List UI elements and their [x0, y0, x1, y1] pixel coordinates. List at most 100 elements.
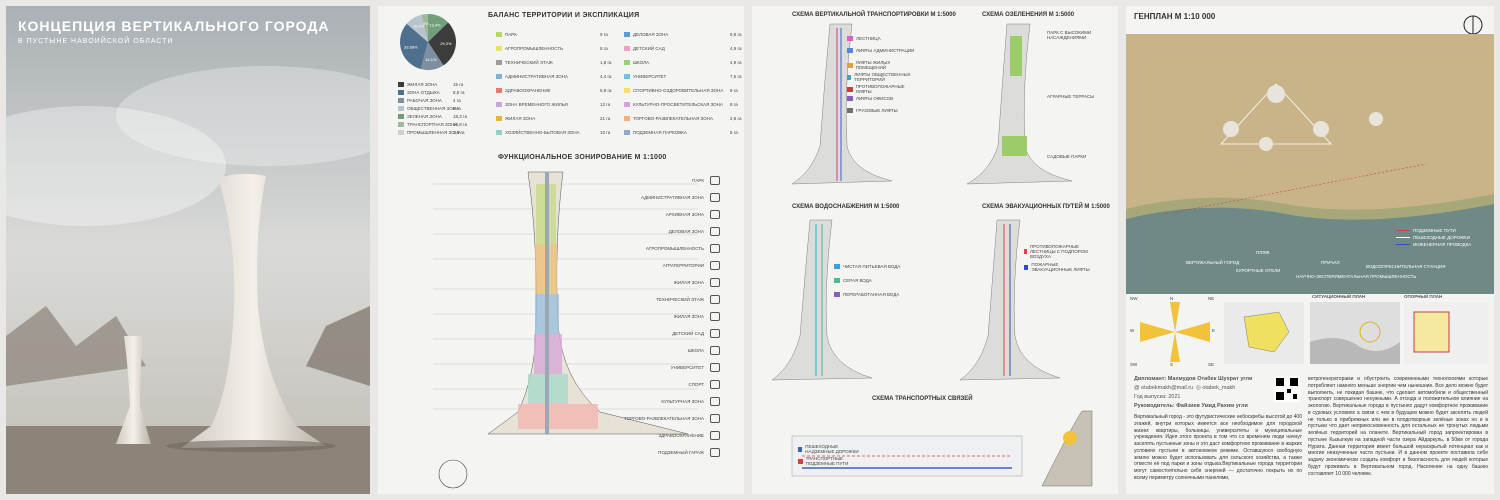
explication-item: ШКОЛА — [624, 60, 649, 65]
pie-label: 14,1% — [425, 57, 437, 62]
explication-item: ПАРК — [496, 32, 517, 37]
map-legend-swatch — [1396, 229, 1410, 232]
transport-schema-title: СХЕМА ВЕРТИКАЛЬНОЙ ТРАНСПОРТИРОВКИ М 1:5… — [792, 12, 956, 18]
explication-label: ПОДЗЕМНАЯ ПАРКОВКА — [633, 130, 687, 135]
schema-legend-swatch — [834, 292, 840, 297]
links-schema-title: СХЕМА ТРАНСПОРТНЫХ СВЯЗЕЙ — [872, 396, 973, 402]
explication-label: ХОЗЯЙСТВЕННО-БЫТОВАЯ ЗОНА — [505, 130, 580, 135]
small-tower — [116, 336, 151, 444]
explication-value: 4,9 га — [730, 46, 742, 51]
explication-value: 21 га — [600, 116, 611, 121]
zone-icon — [710, 227, 720, 236]
zoning-label: ЖИЛАЯ ЗОНА — [673, 314, 704, 319]
zone-icon — [710, 380, 720, 389]
credits-email[interactable]: @ otabekmakh@mail.ru — [1134, 385, 1194, 391]
map-label: ВОДООПРЕСНИТЕЛЬНАЯ СТАНЦИЯ — [1366, 264, 1446, 269]
schema-legend-swatch — [847, 74, 852, 80]
schema-legend-label: ПОЖАРНЫЕ ЭВАКУАЦИОННЫЕ ЛИФТЫ — [1031, 262, 1090, 272]
schema-legend-label: ЛИФТЫ ЖИЛЫХ ПОМЕЩЕНИЙ — [855, 60, 891, 70]
legend-swatch — [398, 130, 404, 135]
explication-label: КУЛЬТУРНО-ПРОСВЕТИТЕЛЬСКАЯ ЗОНА — [633, 102, 723, 107]
schema-legend-label: ГРУЗОВЫЕ ЛИФТЫ — [856, 108, 898, 113]
legend-label: ЗЕЛЕНАЯ ЗОНА — [407, 114, 442, 119]
zone-icon — [710, 414, 720, 423]
zone-icon — [710, 312, 720, 321]
legend-value: 10,8 га — [453, 122, 468, 127]
schema-legend-swatch — [847, 86, 853, 92]
balance-legend-item: ПРОМЫШЛЕННАЯ ЗОНА — [398, 130, 478, 135]
schema-legend-swatch — [847, 36, 853, 41]
map-label: ПЛЯЖ — [1256, 250, 1270, 255]
pie-label: 10,4% — [413, 24, 425, 29]
reference-map — [1404, 302, 1488, 364]
zoning-label: АРХИВНАЯ ЗОНА — [665, 212, 704, 217]
qr-code-icon[interactable] — [1274, 376, 1300, 402]
schema-legend-swatch — [847, 108, 853, 113]
map-legend-item: ПЕШЕХОДНЫЕ ДОРОЖКИ — [1396, 235, 1470, 240]
zone-icon — [710, 346, 720, 355]
compass-label: E — [1212, 328, 1216, 333]
zoning-label: ДЕТСКИЙ САД — [672, 331, 704, 336]
explication-item: АДМИНИСТРАТИВНАЯ ЗОНА — [496, 74, 568, 79]
zoning-label: АГРАТЕРРИТОРИИ — [662, 263, 704, 268]
explication-item: АГРОПРОМЫШЛЕННОСТЬ — [496, 46, 563, 51]
schemes-panel: СХЕМА ВЕРТИКАЛЬНОЙ ТРАНСПОРТИРОВКИ М 1:5… — [752, 6, 1118, 494]
legend-value: 15 га — [453, 82, 464, 87]
balance-legend-item: ЖИЛАЯ ЗОНА — [398, 82, 478, 87]
explication-swatch — [624, 88, 630, 93]
map-legend-item: ИНЖЕНЕРНАЯ ПРОВОДКА — [1396, 242, 1471, 247]
schema-legend-label: ЛЕСТНИЦА — [856, 36, 881, 41]
explication-swatch — [496, 74, 502, 79]
genplan-map — [1126, 34, 1494, 294]
explication-item: УНИВЕРСИТЕТ — [624, 74, 666, 79]
zone-icon — [710, 193, 720, 202]
green-note: АГРАРНЫЕ ТЕРРАСЫ — [1047, 94, 1095, 99]
transport-tower — [791, 23, 893, 185]
links-section — [791, 410, 1093, 487]
zoning-label: СПОРТ — [688, 382, 704, 387]
legend-swatch — [398, 82, 404, 87]
insta-text[interactable]: otabek_makh — [1202, 385, 1236, 391]
explication-item: ЗДРАВООХРАНЕНИЕ — [496, 88, 551, 93]
schema-legend-label: ЛИФТЫ АДМИНИСТРАЦИИ — [856, 48, 915, 53]
zoning-label: ШКОЛА — [687, 348, 704, 353]
situ-title: СИТУАЦИОННЫЙ ПЛАН — [1312, 294, 1366, 299]
credits-author: Дипломант: Махмудов Отабек Шухрат угли — [1134, 376, 1253, 382]
pie-label: 13,4% — [429, 22, 441, 27]
explication-swatch — [624, 102, 630, 107]
email-text[interactable]: otabekmakh@mail.ru — [1141, 385, 1194, 391]
hero-subtitle: В ПУСТЫНЕ НАВОИЙСКОЙ ОБЛАСТИ — [18, 38, 174, 45]
zone-icon — [710, 244, 720, 253]
explication-value: 4,9 га — [730, 60, 742, 65]
zone-icon — [710, 329, 720, 338]
zoning-label: ЗДРАВООХРАНЕНИЕ — [658, 433, 704, 438]
balance-legend-item: РАБОЧАЯ ЗОНА — [398, 98, 478, 103]
legend-label: ЖИЛАЯ ЗОНА — [407, 82, 438, 87]
zone-icon — [710, 363, 720, 372]
explication-value: 5,8 га — [600, 88, 612, 93]
water-tower — [771, 219, 873, 381]
explication-item: ЗОНА ВРЕМЕННОГО ЖИЛЬЯ — [496, 102, 568, 107]
schema-legend-swatch — [834, 278, 840, 283]
green-schema-title: СХЕМА ОЗЕЛЕНЕНИЯ М 1:5000 — [982, 12, 1075, 18]
explication-label: УНИВЕРСИТЕТ — [633, 74, 667, 79]
map-label: НАУЧНО-ЭКСПЕРИМЕНТАЛЬНАЯ ПРОМЫШЛЕННОСТЬ — [1296, 274, 1417, 279]
evac-tower — [959, 219, 1061, 381]
explication-swatch — [496, 130, 502, 135]
explication-value: 10 га — [600, 130, 611, 135]
explication-item: ДЕТСКИЙ САД — [624, 46, 665, 51]
zone-icon — [710, 448, 720, 457]
schema-legend-swatch — [847, 48, 853, 53]
credits-insta[interactable]: ◎ otabek_makh — [1196, 385, 1236, 391]
zone-icon — [710, 176, 720, 185]
map-legend-label: ИНЖЕНЕРНАЯ ПРОВОДКА — [1413, 242, 1472, 247]
schema-legend-label: ЛИФТЫ ОФИСОВ — [856, 96, 894, 101]
zone-icon — [710, 295, 720, 304]
schema-legend-label: ПРОТИВОПОЖАРНЫЕ ЛИФТЫ — [855, 84, 905, 94]
explication-label: ЗДРАВООХРАНЕНИЕ — [505, 88, 551, 93]
schema-legend-swatch — [1024, 249, 1027, 254]
explication-label: ТЕХНИЧЕСКИЙ ЭТАЖ — [505, 60, 553, 65]
explication-value: 12 га — [600, 102, 611, 107]
schema-legend-swatch — [798, 458, 803, 464]
